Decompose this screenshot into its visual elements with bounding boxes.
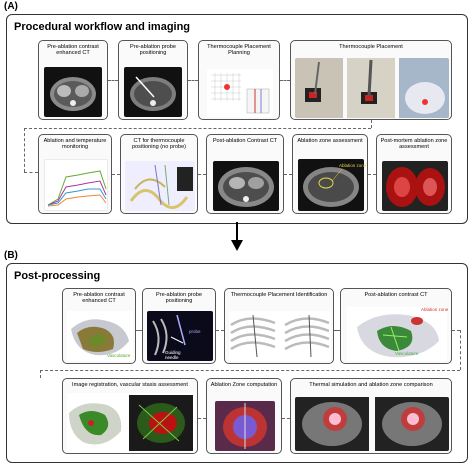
connector-line xyxy=(188,80,198,81)
temperature-plot-image xyxy=(44,159,108,211)
probe-label: probe xyxy=(189,329,201,334)
card-label: Thermocouple Placement Identification xyxy=(230,292,328,298)
card-a-ablation-monitoring: Ablation and temperature monitoring xyxy=(38,134,112,214)
panel-a-title: Procedural workflow and imaging xyxy=(14,21,191,33)
card-b-post-ablation-ct: Post-ablation contrast CT Ablation zone … xyxy=(340,288,452,364)
card-b-probe-positioning: Pre-ablation probe positioning probe Gui… xyxy=(142,288,216,364)
card-a-ablation-zone-assessment: Ablation zone assessment Ablation zone xyxy=(292,134,368,214)
connector-line xyxy=(24,172,38,173)
panel-b-letter: (B) xyxy=(4,250,18,261)
ct-thermocouple-image xyxy=(125,161,195,211)
card-label: Ablation zone assessment xyxy=(297,138,363,144)
card-label: Image registration, vascular stasis asse… xyxy=(72,382,188,388)
vasculature-label: Vasculature xyxy=(395,351,419,356)
card-a-probe-positioning: Pre-ablation probe positioning xyxy=(118,40,188,120)
connector-line xyxy=(460,330,461,370)
connector-line xyxy=(282,418,290,419)
connector-line xyxy=(216,330,224,331)
liver-3d-image xyxy=(67,311,133,361)
card-b-ablation-zone-computation: Ablation Zone computation xyxy=(206,378,282,454)
card-a-post-ablation-ct: Post-ablation Contrast CT xyxy=(206,134,284,214)
registration-images xyxy=(67,393,195,453)
connector-line xyxy=(198,418,206,419)
ribs-3d-images xyxy=(229,311,331,361)
connector-line xyxy=(136,330,142,331)
card-label: Pre-ablation contrast enhanced CT xyxy=(47,44,99,57)
card-label: Ablation and temperature monitoring xyxy=(43,138,107,151)
ct-probe-image xyxy=(124,67,182,117)
card-a-post-mortem: Post-mortem ablation zone assessment xyxy=(376,134,452,214)
guiding-needle-label: Guiding needle xyxy=(165,350,181,360)
post-mortem-photo xyxy=(382,161,448,211)
card-label: CT for thermocouple positioning (no prob… xyxy=(131,138,187,151)
connector-line xyxy=(334,330,340,331)
probe-3d-image xyxy=(147,311,213,361)
ablation-zone-ct-image xyxy=(298,159,364,211)
post-ablation-ct-image xyxy=(213,161,279,211)
card-label: Post-ablation Contrast CT xyxy=(212,138,278,144)
down-arrow-icon xyxy=(231,222,243,251)
connector-line xyxy=(452,330,460,331)
vasculature-label: Vasculature xyxy=(107,353,131,358)
card-b-pre-ablation-ct: Pre-ablation contrast enhanced CT Vascul… xyxy=(62,288,136,364)
card-b-thermal-simulation: Thermal simulation and ablation zone com… xyxy=(290,378,452,454)
connector-line xyxy=(368,174,376,175)
thermal-simulation-images xyxy=(295,397,449,451)
card-label: Pre-ablation contrast enhanced CT xyxy=(73,292,125,305)
ablation-zone-3d-image xyxy=(215,401,275,451)
connector-line xyxy=(112,174,120,175)
card-label: Thermal simulation and ablation zone com… xyxy=(309,382,433,388)
card-label: Ablation Zone computation xyxy=(210,382,278,388)
card-a-thermocouple-planning: Thermocouple Placement Planning xyxy=(198,40,280,120)
card-label: Post-mortem ablation zone assessment xyxy=(380,138,448,151)
card-label: Post-ablation contrast CT xyxy=(364,292,428,298)
connector-line xyxy=(371,120,372,128)
ablation-zone-label: Ablation zone xyxy=(339,163,367,168)
card-label: Pre-ablation probe positioning xyxy=(129,44,177,57)
card-b-thermocouple-identification: Thermocouple Placement Identification xyxy=(224,288,334,364)
placement-photos xyxy=(295,58,449,118)
panel-b-title: Post-processing xyxy=(14,270,101,282)
connector-line xyxy=(24,128,25,172)
card-label: Thermocouple Placement xyxy=(339,44,403,50)
connector-line xyxy=(108,80,118,81)
connector-line xyxy=(40,370,460,371)
connector-line xyxy=(284,174,292,175)
connector-line xyxy=(280,80,290,81)
card-label: Thermocouple Placement Planning xyxy=(207,44,271,57)
card-label: Pre-ablation probe positioning xyxy=(155,292,203,305)
ablation-zone-label: Ablation zone xyxy=(421,307,449,312)
post-ablation-3d-image xyxy=(347,307,447,361)
card-b-image-registration: Image registration, vascular stasis asse… xyxy=(62,378,198,454)
connector-line xyxy=(198,174,206,175)
panel-a-letter: (A) xyxy=(4,1,18,12)
ct-scan-image xyxy=(44,67,102,117)
card-a-ct-thermocouple: CT for thermocouple positioning (no prob… xyxy=(120,134,198,214)
connector-line xyxy=(24,128,371,129)
planning-grid-image xyxy=(207,69,273,117)
card-a-thermocouple-placement: Thermocouple Placement xyxy=(290,40,452,120)
connector-line xyxy=(40,370,41,378)
card-a-pre-ablation-ct: Pre-ablation contrast enhanced CT xyxy=(38,40,108,120)
